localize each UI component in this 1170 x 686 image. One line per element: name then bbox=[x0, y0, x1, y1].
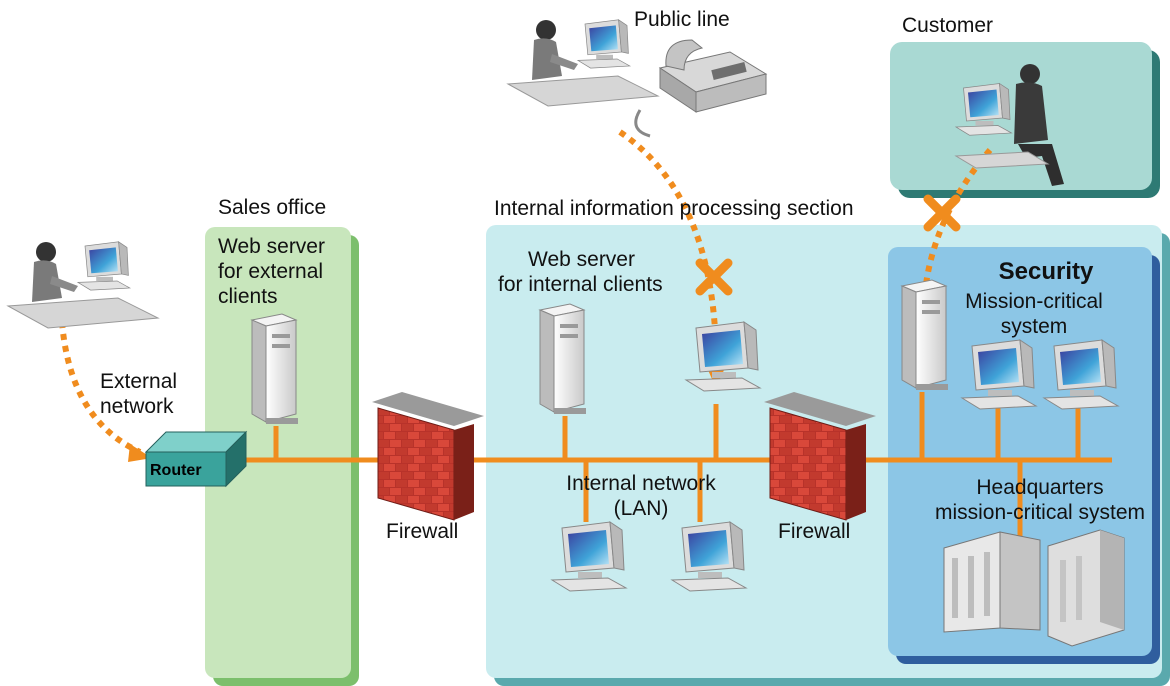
web-server-external-label-3: clients bbox=[218, 285, 278, 308]
internal-network-label-2: (LAN) bbox=[614, 497, 669, 520]
telephone-icon bbox=[634, 39, 768, 138]
external-network-label-2: network bbox=[100, 395, 174, 418]
x-mark-icon bbox=[923, 194, 961, 232]
security-label: Security bbox=[999, 258, 1094, 285]
web-server-external-label-1: Web server bbox=[218, 235, 325, 258]
person-at-desk-icon bbox=[8, 242, 158, 328]
tower-server-icon bbox=[539, 303, 587, 415]
firewall-right-label: Firewall bbox=[778, 520, 850, 543]
web-server-external-label-2: for external bbox=[218, 260, 323, 283]
mission-critical-label-1: Mission-critical bbox=[965, 290, 1103, 313]
router-icon: Router bbox=[144, 430, 248, 488]
tower-server-icon bbox=[901, 279, 949, 391]
public-line-label: Public line bbox=[634, 8, 730, 31]
brick-wall-icon bbox=[764, 392, 876, 521]
headquarters-label-1: Headquarters bbox=[976, 476, 1103, 499]
person-at-desk-icon bbox=[508, 20, 658, 106]
mission-critical-label-2: system bbox=[1001, 315, 1068, 338]
web-server-internal-label-2: for internal clients bbox=[498, 273, 663, 296]
external-network-label-1: External bbox=[100, 370, 177, 393]
person-at-desk-icon bbox=[954, 64, 1064, 186]
firewall-left-label: Firewall bbox=[386, 520, 458, 543]
internal-network-label-1: Internal network bbox=[566, 472, 716, 495]
router-label: Router bbox=[150, 462, 202, 479]
x-mark-icon bbox=[695, 258, 733, 296]
network-backbone bbox=[230, 392, 1112, 540]
internal-section-label: Internal information processing section bbox=[494, 197, 854, 220]
web-server-internal-label-1: Web server bbox=[528, 248, 635, 271]
customer-label: Customer bbox=[902, 14, 993, 37]
sales-office-label: Sales office bbox=[218, 196, 326, 219]
mainframe-icon bbox=[943, 529, 1125, 647]
brick-wall-icon bbox=[372, 392, 484, 521]
tower-server-icon bbox=[251, 313, 299, 425]
headquarters-label-2: mission-critical system bbox=[935, 501, 1145, 524]
